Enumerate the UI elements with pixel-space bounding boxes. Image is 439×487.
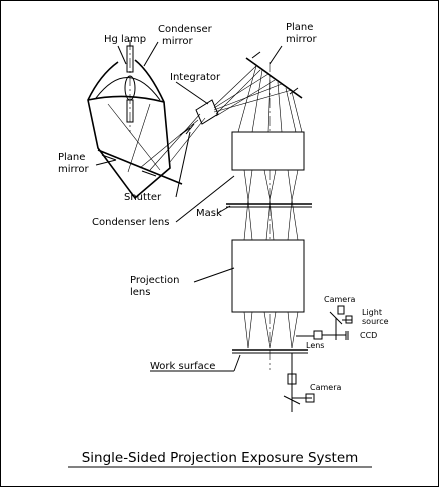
label-plane-mirror-top-1: Plane	[286, 22, 313, 33]
label-condenser-mirror-1: Condenser	[158, 24, 213, 35]
downward-rays	[237, 65, 303, 133]
camera-top-icon	[337, 305, 345, 315]
alignment-optics-upper	[296, 305, 353, 340]
diagram-title: Single-Sided Projection Exposure System	[82, 450, 359, 466]
label-condenser-mirror-2: mirror	[162, 36, 193, 47]
label-light-source-2: source	[362, 317, 389, 326]
label-projection-lens-2: lens	[130, 287, 150, 298]
camera-bottom-icon	[305, 393, 315, 403]
label-ccd: CCD	[360, 331, 377, 340]
label-lens: Lens	[306, 341, 324, 350]
mask	[226, 203, 312, 208]
condenser-rays	[243, 169, 299, 241]
label-shutter: Shutter	[124, 192, 162, 203]
label-plane-mirror-top-2: mirror	[286, 34, 317, 45]
projection-lens-block	[231, 239, 305, 313]
label-integrator: Integrator	[170, 72, 221, 83]
label-plane-mirror-left-2: mirror	[58, 164, 89, 175]
label-work-surface: Work surface	[150, 361, 215, 372]
light-source-icon	[345, 315, 353, 324]
lens-element	[313, 330, 323, 340]
label-light-source-1: Light	[362, 308, 382, 317]
label-plane-mirror-left-1: Plane	[58, 152, 85, 163]
label-camera-bottom: Camera	[310, 383, 341, 392]
work-surface	[232, 349, 308, 354]
label-projection-lens-1: Projection	[130, 275, 179, 286]
label-condenser-lens: Condenser lens	[92, 217, 169, 228]
condenser-lens-block	[231, 131, 305, 171]
label-hg-lamp: Hg lamp	[104, 34, 146, 45]
label-mask: Mask	[196, 208, 222, 219]
plane-mirror-top	[245, 51, 303, 99]
lower-lens-element	[287, 373, 297, 385]
projection-rays	[243, 311, 299, 349]
leader-lines	[95, 41, 283, 372]
alignment-optics-lower	[283, 353, 315, 412]
label-camera-top: Camera	[324, 295, 355, 304]
plane-mirror-left	[97, 149, 183, 185]
